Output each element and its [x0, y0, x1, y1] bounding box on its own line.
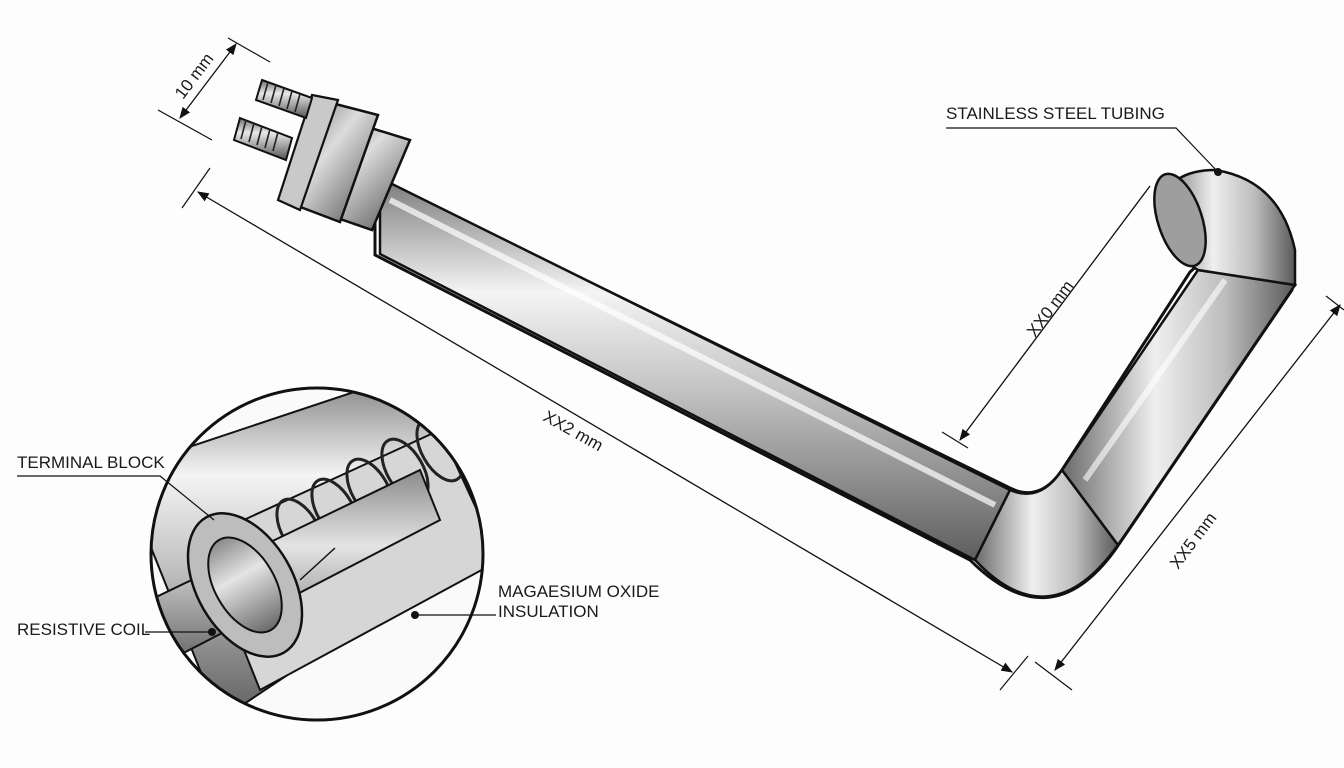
main-tube — [373, 168, 1298, 600]
dimension-label-return-leg: XX5 mm — [1166, 509, 1220, 572]
dimension-label-terminal-width: 10 mm — [171, 49, 217, 102]
cutaway-detail — [149, 386, 485, 722]
label-stainless-steel-tubing: STAINLESS STEEL TUBING — [946, 104, 1165, 123]
callout-terminal-block: TERMINAL BLOCK — [17, 453, 215, 521]
label-terminal-block: TERMINAL BLOCK — [17, 453, 165, 472]
callout-resistive-coil: RESISTIVE COIL — [17, 620, 216, 639]
dimension-label-main-length: XX2 mm — [540, 407, 606, 455]
dimension-label-bend-leg: XX0 mm — [1023, 277, 1077, 340]
terminal-stud-lower — [232, 116, 294, 162]
label-insulation-line1: MAGAESIUM OXIDE — [498, 582, 660, 601]
terminal-stud-upper — [254, 78, 314, 120]
callout-insulation: MAGAESIUM OXIDE INSULATION — [411, 582, 660, 621]
callout-stainless-steel-tubing: STAINLESS STEEL TUBING — [946, 104, 1222, 176]
label-resistive-coil: RESISTIVE COIL — [17, 620, 150, 639]
label-insulation-line2: INSULATION — [498, 602, 599, 621]
